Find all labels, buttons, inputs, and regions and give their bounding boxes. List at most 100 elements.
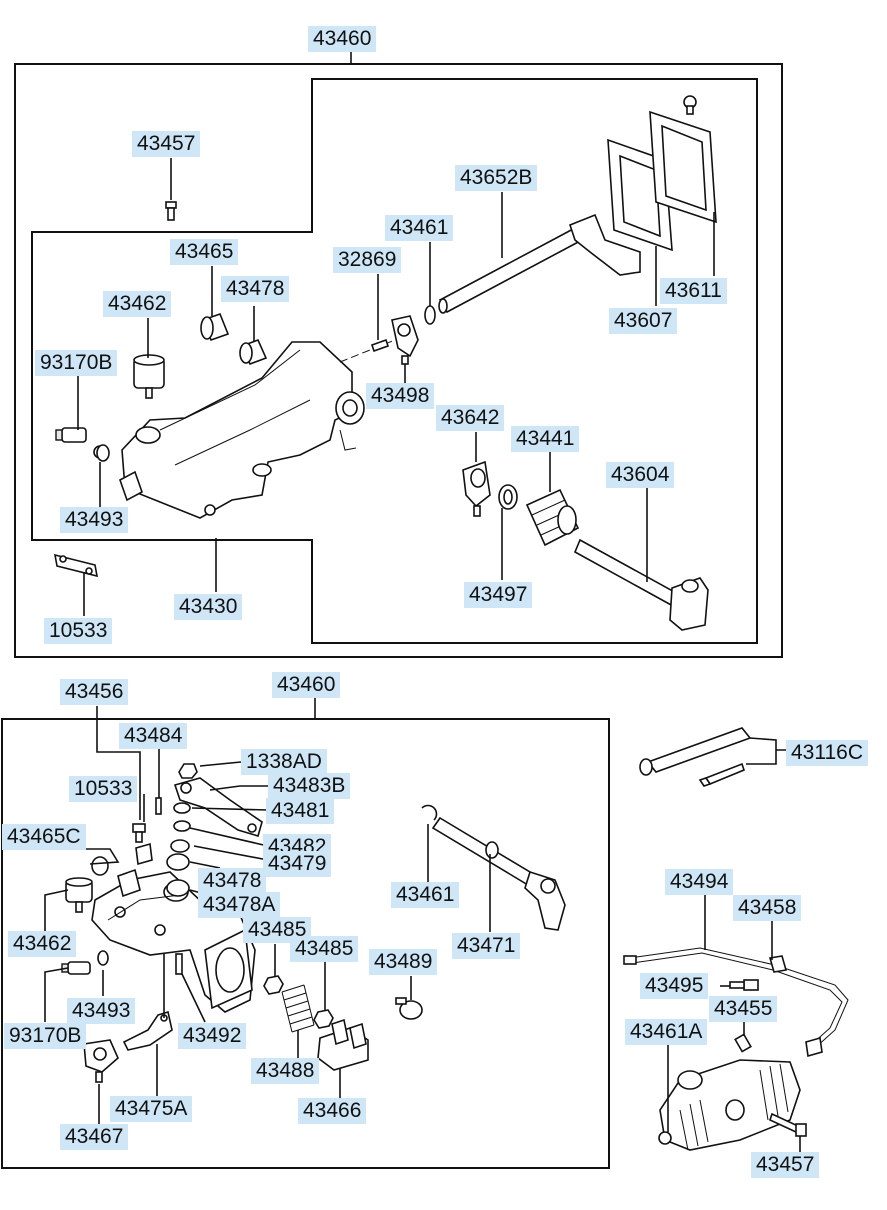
bushing-43478-top — [239, 338, 268, 366]
bolt-43455 — [734, 1033, 752, 1053]
part-label-43430[interactable]: 43430 — [174, 594, 243, 620]
ring-43461-top — [424, 305, 436, 325]
pin-43484 — [155, 797, 162, 815]
part-label-43475A[interactable]: 43475A — [110, 1096, 193, 1122]
snap-ring-43461-bottom — [421, 804, 438, 821]
housing-43461A — [658, 1059, 801, 1151]
part-label-10533-bottom[interactable]: 10533 — [69, 776, 138, 802]
guide-43642 — [462, 460, 491, 517]
part-label-43471[interactable]: 43471 — [452, 933, 521, 959]
part-label-43478-top[interactable]: 43478 — [221, 276, 290, 302]
nut-1338AD — [178, 763, 198, 779]
part-label-43481[interactable]: 43481 — [266, 798, 335, 824]
part-label-43498[interactable]: 43498 — [366, 383, 435, 409]
bolt-43457-bottom — [769, 1112, 807, 1137]
part-label-43607[interactable]: 43607 — [609, 308, 678, 334]
part-label-43462-bottom[interactable]: 43462 — [8, 931, 77, 957]
part-label-43484[interactable]: 43484 — [119, 723, 188, 749]
nut-43485-a — [263, 975, 284, 995]
cap-43462-top — [133, 354, 165, 399]
cable-43494 — [623, 947, 849, 1058]
shaft-43652B — [438, 213, 641, 314]
part-label-43492[interactable]: 43492 — [178, 1023, 247, 1049]
bracket-43466 — [317, 1018, 369, 1071]
part-label-43493-top[interactable]: 43493 — [60, 507, 129, 533]
part-label-43465[interactable]: 43465 — [170, 239, 239, 265]
bushing-43465C — [91, 856, 109, 876]
bottom-assembly-parts — [61, 763, 566, 1083]
pin-43492 — [175, 953, 183, 975]
part-label-43495[interactable]: 43495 — [640, 973, 709, 999]
boot-43441 — [525, 488, 580, 547]
arm-43483B — [173, 777, 263, 837]
bushing-43465 — [200, 312, 230, 342]
cap-43462-bottom — [65, 877, 93, 913]
part-label-93170B-top[interactable]: 93170B — [35, 350, 118, 376]
part-label-43458[interactable]: 43458 — [733, 895, 802, 921]
top-assembly-frames — [14, 63, 783, 658]
lever-43498 — [391, 315, 419, 365]
right-leaders — [667, 895, 801, 1152]
nut-43485-b — [313, 1009, 334, 1029]
part-label-43488[interactable]: 43488 — [251, 1058, 320, 1084]
ring-43493-top — [96, 444, 110, 462]
part-label-43652B[interactable]: 43652B — [455, 165, 538, 191]
washer-stack — [166, 802, 191, 897]
housing-bottom — [91, 871, 256, 1013]
part-label-43465C[interactable]: 43465C — [2, 824, 86, 850]
part-label-43489[interactable]: 43489 — [369, 949, 438, 975]
part-label-1338AD[interactable]: 1338AD — [241, 749, 327, 775]
right-parts — [623, 727, 849, 1151]
part-label-43497[interactable]: 43497 — [464, 582, 533, 608]
part-label-43456[interactable]: 43456 — [60, 679, 129, 705]
bracket-10533-top — [53, 553, 99, 578]
part-label-43604[interactable]: 43604 — [606, 462, 675, 488]
rod-43604 — [573, 538, 709, 631]
part-label-43461-bottom[interactable]: 43461 — [391, 882, 460, 908]
part-label-43479[interactable]: 43479 — [263, 851, 332, 877]
part-label-32869[interactable]: 32869 — [333, 247, 402, 273]
part-label-43494[interactable]: 43494 — [665, 869, 734, 895]
part-label-43461-top[interactable]: 43461 — [385, 215, 454, 241]
part-label-43493-bottom[interactable]: 43493 — [67, 998, 136, 1024]
bottom-assembly-frame — [1, 718, 610, 1169]
screw-top — [683, 95, 697, 115]
ring-43493-bottom — [97, 950, 109, 966]
part-label-43485-b[interactable]: 43485 — [290, 936, 359, 962]
top-leaders — [77, 52, 715, 616]
part-label-10533-top[interactable]: 10533 — [44, 618, 113, 644]
part-label-43478-bottom[interactable]: 43478 — [198, 868, 267, 894]
part-label-43460-top[interactable]: 43460 — [308, 26, 377, 52]
part-label-43642[interactable]: 43642 — [436, 405, 505, 431]
stopper-43456 — [135, 842, 153, 866]
part-label-43485-a[interactable]: 43485 — [243, 917, 312, 943]
part-label-43441[interactable]: 43441 — [511, 426, 580, 452]
part-label-43457-top[interactable]: 43457 — [132, 131, 201, 157]
part-label-43467[interactable]: 43467 — [60, 1124, 129, 1150]
bushing-43478-bottom — [117, 868, 141, 898]
bottom-leaders — [44, 698, 491, 1124]
part-label-93170B-bottom[interactable]: 93170B — [4, 1023, 87, 1049]
bolt-43457-top — [165, 201, 177, 221]
part-label-43478A[interactable]: 43478A — [198, 892, 281, 918]
spring-43488 — [281, 984, 315, 1033]
part-label-43116C[interactable]: 43116C — [786, 740, 869, 766]
part-label-43461A[interactable]: 43461A — [625, 1019, 708, 1045]
part-label-43611[interactable]: 43611 — [660, 278, 727, 304]
part-label-43462-top[interactable]: 43462 — [103, 291, 172, 317]
housing-43430 — [119, 341, 365, 519]
part-label-43460-bottom[interactable]: 43460 — [272, 672, 341, 698]
tube-43116C — [639, 727, 752, 787]
cover-43611 — [649, 110, 717, 224]
bracket-43467 — [83, 1039, 119, 1083]
pin-32869 — [370, 338, 390, 353]
part-label-43483B[interactable]: 43483B — [268, 773, 351, 799]
knob-43489 — [395, 997, 423, 1020]
bolt-43495 — [729, 979, 759, 991]
bolt-10533-bottom — [132, 823, 146, 843]
part-label-43457-bottom[interactable]: 43457 — [751, 1152, 820, 1178]
top-assembly-parts — [53, 95, 717, 631]
part-label-43455[interactable]: 43455 — [709, 996, 778, 1022]
part-label-43466[interactable]: 43466 — [298, 1098, 367, 1124]
